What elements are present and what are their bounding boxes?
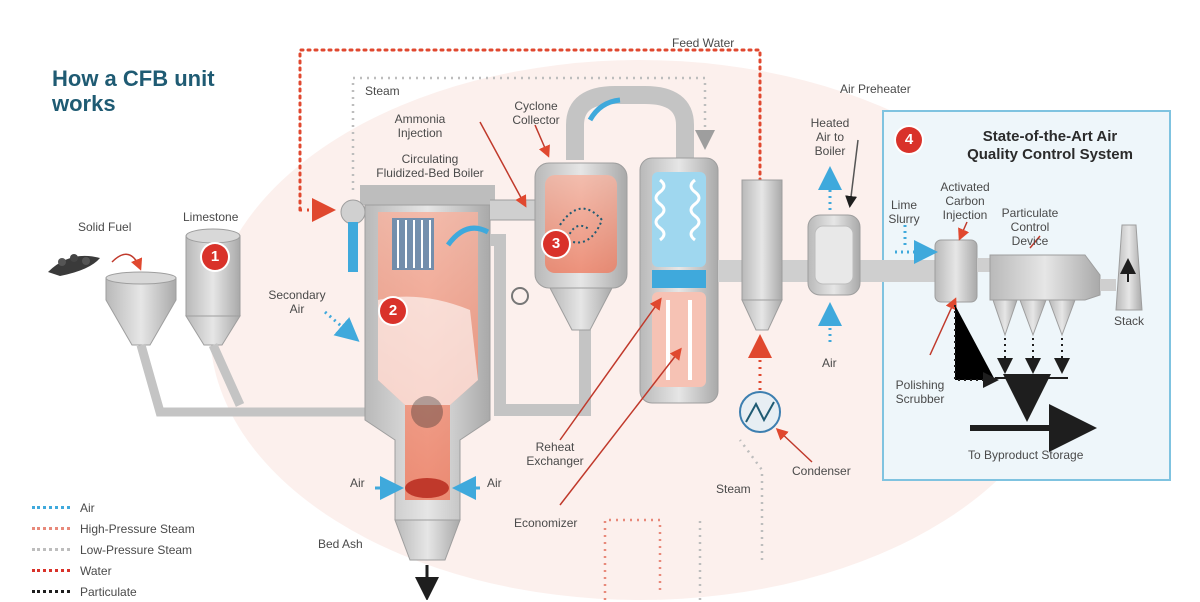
label-polishing-scrubber: Polishing Scrubber: [895, 378, 945, 406]
legend-label-particulate: Particulate: [80, 584, 137, 599]
solid-fuel-hopper: [105, 271, 177, 346]
legend-swatch-high-pressure-steam: [32, 527, 70, 530]
solid-fuel-pile: [48, 254, 100, 276]
label-secondary-air: Secondary Air: [268, 288, 326, 316]
feed-water-line: [298, 48, 762, 212]
label-particulate-control-device: Particulate Control Device: [1001, 206, 1059, 248]
legend-item-air: Air: [32, 497, 195, 518]
label-economizer: Economizer: [514, 516, 578, 530]
condenser-icon: [739, 391, 781, 433]
particulate-control-device-icon: [989, 254, 1101, 337]
legend-item-high-pressure-steam: High-Pressure Steam: [32, 518, 195, 539]
step-badge-1: 1: [202, 244, 228, 270]
label-air-bottom: Air: [822, 356, 837, 370]
return-leg: [490, 234, 591, 416]
legend-label-low-pressure-steam: Low-Pressure Steam: [80, 542, 193, 557]
low-pressure-steam-line: [351, 76, 715, 190]
label-steam-top: Steam: [365, 84, 400, 98]
legend-swatch-particulate: [32, 590, 70, 593]
label-stack: Stack: [1114, 314, 1145, 328]
label-bed-ash: Bed Ash: [318, 537, 363, 551]
legend-label-high-pressure-steam: High-Pressure Steam: [80, 521, 195, 536]
label-lime-slurry: Lime Slurry: [888, 198, 920, 226]
label-byproduct-storage: To Byproduct Storage: [968, 448, 1084, 462]
label-ammonia-injection: Ammonia Injection: [394, 112, 446, 140]
legend-label-air: Air: [80, 500, 95, 515]
label-heated-air: Heated Air to Boiler: [810, 116, 850, 158]
label-steam-bottom: Steam: [716, 482, 751, 496]
label-reheat-exchanger: Reheat Exchanger: [526, 440, 584, 468]
legend: Air High-Pressure Steam Low-Pressure Ste…: [32, 497, 195, 602]
step-badge-2: 2: [380, 298, 406, 324]
air-preheater-icon: [807, 214, 861, 296]
carbon-injection-vessel: [934, 239, 978, 303]
limestone-silo: [185, 228, 241, 346]
aq-system-title: State-of-the-Art Air Quality Control Sys…: [967, 128, 1133, 163]
legend-item-water: Water: [32, 560, 195, 581]
fuel-feed-pipe: [136, 343, 365, 417]
label-solid-fuel: Solid Fuel: [78, 220, 132, 234]
diagram-title: How a CFB unit works: [52, 66, 215, 116]
step-badge-3: 3: [543, 231, 569, 257]
legend-swatch-water: [32, 569, 70, 572]
heat-exchanger-icon: [639, 157, 719, 404]
label-feed-water: Feed Water: [672, 36, 735, 50]
steam-drum: [340, 199, 366, 225]
label-air-left: Air: [350, 476, 365, 490]
label-cyclone-collector: Cyclone Collector: [512, 99, 560, 127]
legend-swatch-low-pressure-steam: [32, 548, 70, 551]
label-limestone: Limestone: [183, 210, 239, 224]
flue-column: [741, 179, 783, 331]
particulate-drops: [954, 305, 1070, 388]
legend-item-low-pressure-steam: Low-Pressure Steam: [32, 539, 195, 560]
legend-swatch-air: [32, 506, 70, 509]
legend-label-water: Water: [80, 563, 112, 578]
label-cfb-boiler: Circulating Fluidized-Bed Boiler: [376, 152, 484, 180]
label-air-preheater: Air Preheater: [840, 82, 911, 96]
crossover-duct: [566, 86, 694, 160]
legend-item-particulate: Particulate: [32, 581, 195, 602]
label-condenser: Condenser: [792, 464, 851, 478]
cfb-boiler-icon: [360, 185, 495, 561]
label-activated-carbon: Activated Carbon Injection: [940, 180, 990, 222]
step-badge-4: 4: [896, 127, 922, 153]
label-air-right: Air: [487, 476, 502, 490]
